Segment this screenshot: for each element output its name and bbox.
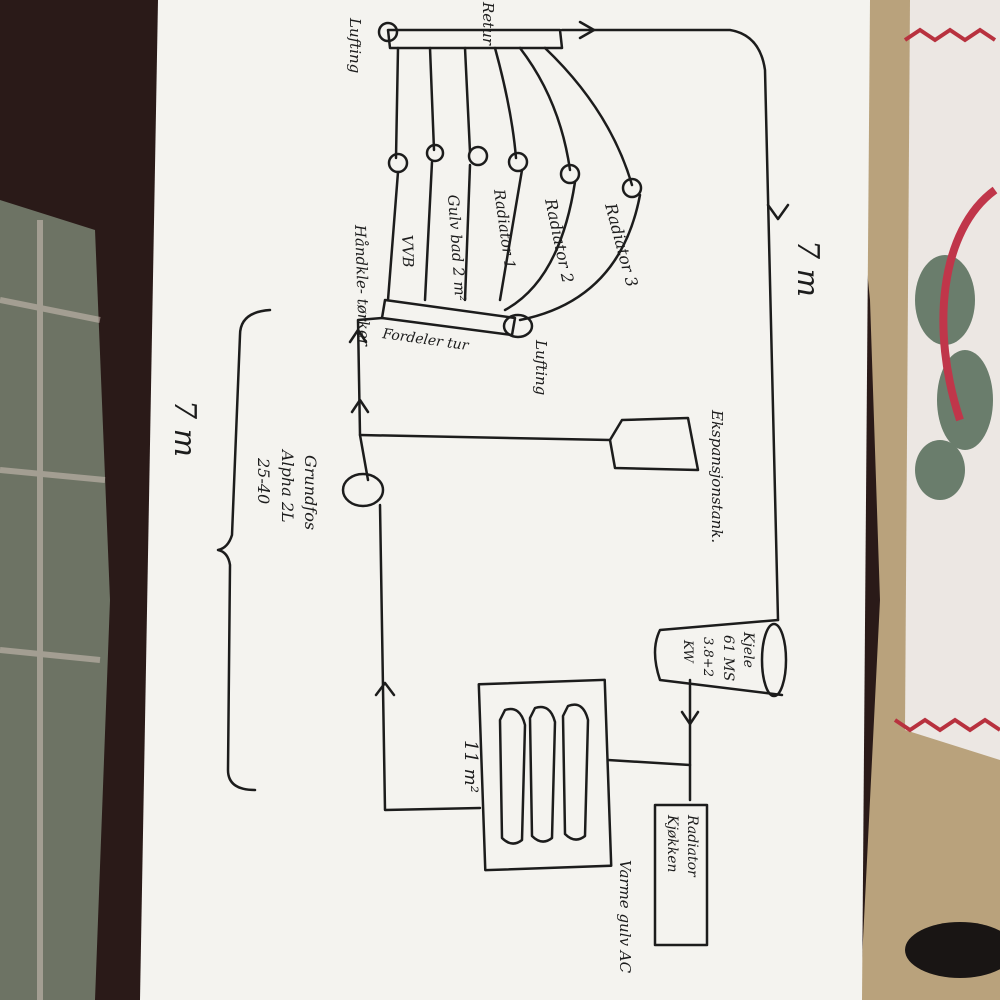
expansion-branch <box>358 433 612 442</box>
label-distance-left: 7 m <box>167 400 202 457</box>
loop-vvb-bottom <box>423 160 434 302</box>
label-handkletorker: Håndkle- tørker <box>351 224 373 348</box>
arrow-up-1 <box>348 328 368 344</box>
loop-gulv-bottom <box>463 163 472 302</box>
floor-coil-1 <box>498 707 527 845</box>
arrow-up-3 <box>374 681 396 697</box>
label-kjele-2: 61 MS <box>720 635 736 681</box>
radiator1-circle <box>507 151 529 173</box>
arrow-down-right <box>766 203 790 221</box>
loop-radiator1-top <box>493 46 518 160</box>
floor-to-kitchen-pipe <box>606 758 692 767</box>
loop-handkle-bottom <box>386 170 400 302</box>
label-grundfos-3: 25-40 <box>254 457 273 504</box>
loop-gulv-top <box>463 46 472 154</box>
floor-heating-box <box>477 678 613 872</box>
plaid-stripes <box>0 220 106 1000</box>
paper-sheet <box>140 0 870 1000</box>
loop-radiator2-bottom <box>503 180 577 312</box>
return-pipe <box>560 28 780 622</box>
label-varme-gulv: Varme gulv AC <box>616 860 634 974</box>
radiator3-circle <box>621 177 643 199</box>
gulv-circle <box>467 145 489 167</box>
vvb-circle <box>425 143 445 163</box>
loop-vvb-top <box>428 46 436 152</box>
pipe-diagram <box>216 20 790 947</box>
floor-coil-2 <box>528 705 557 843</box>
label-kjele-4: KW <box>680 639 695 664</box>
label-kjele-1: Kjele <box>740 631 756 668</box>
arrow-up-2 <box>350 398 370 414</box>
label-radiator-kjokken-2: Kjøkken <box>664 814 680 873</box>
loop-radiator3-bottom <box>518 193 642 322</box>
arrow-down-boiler <box>680 710 700 726</box>
expansion-tank <box>608 416 700 472</box>
arrow-return <box>578 20 596 40</box>
gift-bag-handle <box>939 186 998 422</box>
gift-bag-border <box>893 27 1000 733</box>
label-grundfos-1: Grundfos <box>301 455 320 530</box>
label-grundfos-2: Alpha 2L <box>278 448 297 523</box>
loop-handkle-top <box>394 46 400 160</box>
pump-circle <box>341 472 385 508</box>
bottom-vent-circle <box>502 313 534 339</box>
radiator2-circle <box>559 163 581 185</box>
cable-shadow <box>905 922 1000 978</box>
label-kjele-3: 3.8+2 <box>700 637 715 677</box>
supply-pipe-lower <box>378 503 482 812</box>
boiler-end <box>760 622 788 698</box>
loop-radiator1-bottom <box>498 168 524 302</box>
supply-pipe-upper <box>356 316 384 482</box>
label-vvb: VVB <box>398 235 417 268</box>
label-retur: Retur <box>479 1 497 46</box>
label-lufting-top: Lufting <box>346 17 364 73</box>
label-floor-area: 11 m² <box>460 740 481 793</box>
label-lufting-bottom: Lufting <box>532 339 550 395</box>
dimension-brace <box>216 308 272 792</box>
label-ekspansjon: Ekspansjonstank. <box>708 409 726 543</box>
label-distance-right: 7 m <box>790 240 825 297</box>
loop-radiator2-top <box>518 46 572 172</box>
floor-coil-3 <box>561 703 590 841</box>
label-radiator-kjokken-1: Radiator <box>684 814 700 878</box>
plaid-fabric <box>0 200 110 1000</box>
loop-radiator3-top <box>543 46 634 187</box>
boiler-body <box>653 618 784 697</box>
kitchen-radiator-box <box>653 803 709 947</box>
top-vent-circle <box>377 21 399 43</box>
